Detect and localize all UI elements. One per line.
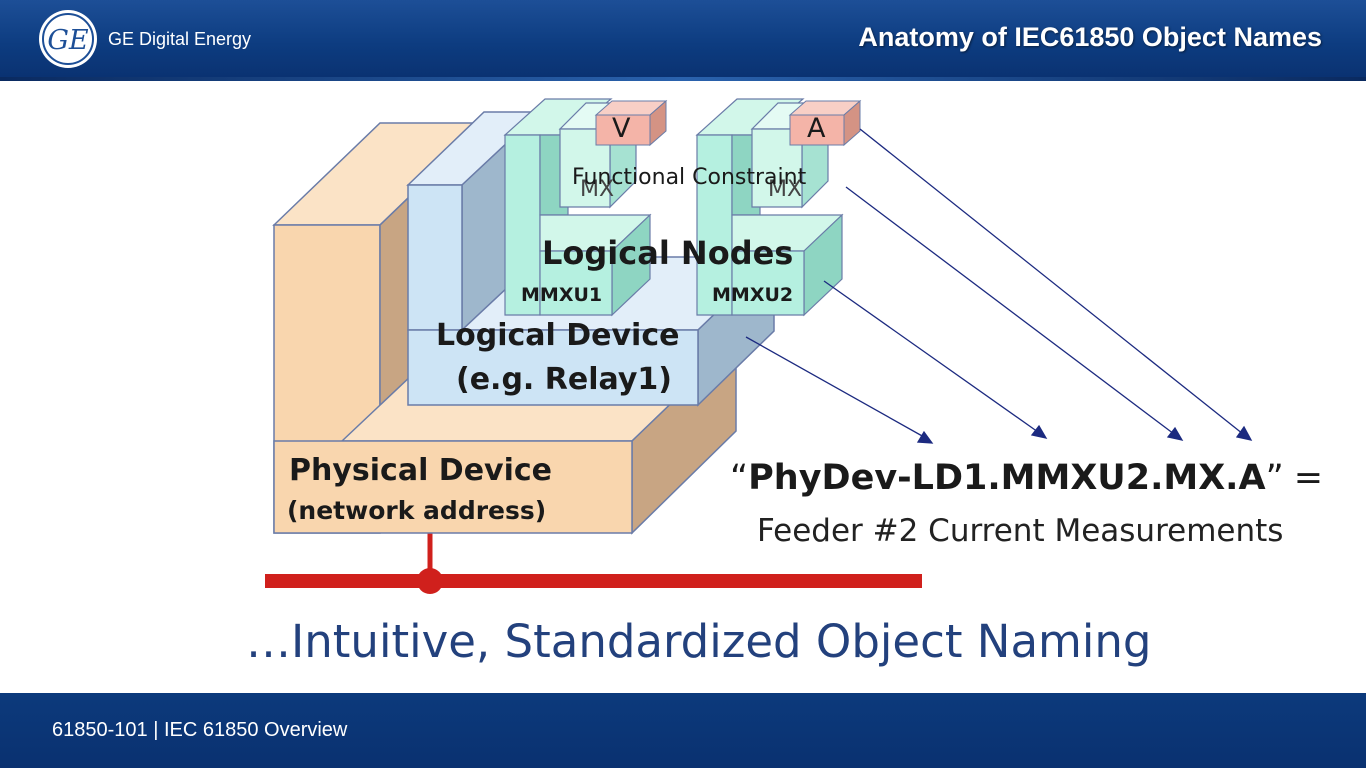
- name-mapping-arrows: [745, 128, 1253, 444]
- object-name-meaning: Feeder #2 Current Measurements: [757, 513, 1284, 549]
- arrow-head: [1235, 425, 1253, 441]
- arrow-head: [1030, 424, 1048, 439]
- ge-logo-icon: GE: [39, 10, 97, 68]
- object-name: PhyDev-LD1.MMXU2.MX.A: [748, 458, 1266, 498]
- footer-bar: 61850-101 | IEC 61850 Overview: [0, 693, 1366, 768]
- footer-text: 61850-101 | IEC 61850 Overview: [52, 719, 348, 741]
- arrow-data-object: [859, 128, 1244, 435]
- data-object-v-name: V: [612, 113, 631, 144]
- functional-constraint-label: Functional Constraint: [572, 165, 807, 190]
- logical-nodes-label: Logical Nodes: [542, 234, 793, 272]
- header-bar: GE GE Digital Energy Anatomy of IEC61850…: [0, 0, 1366, 81]
- physical-device-sublabel: (network address): [287, 496, 546, 525]
- equals-sign: =: [1293, 458, 1324, 498]
- diagram-labels: Physical Device (network address) Logica…: [287, 113, 826, 525]
- logical-device-sublabel: (e.g. Relay1): [456, 362, 672, 397]
- fc-1-name: MX: [580, 177, 614, 202]
- data-object-a-name: A: [807, 113, 826, 144]
- arrow-head: [1166, 426, 1184, 441]
- tagline: …Intuitive, Standardized Object Naming: [246, 615, 1152, 668]
- arrow-physical-device: [745, 336, 925, 438]
- object-name-diagram: Physical Device (network address) Logica…: [265, 98, 1253, 594]
- ge-logo-text: GE: [47, 25, 89, 56]
- logical-node-1: [503, 98, 652, 317]
- close-quote: ”: [1265, 458, 1284, 498]
- logical-node-2: [695, 98, 844, 317]
- page-title: Anatomy of IEC61850 Object Names: [858, 22, 1322, 52]
- open-quote: “: [730, 458, 749, 498]
- bus-node: [417, 568, 443, 594]
- arrow-logical-node: [845, 186, 1175, 435]
- network-bus: [265, 533, 922, 594]
- object-name-example: “PhyDev-LD1.MMXU2.MX.A”=: [730, 458, 1330, 498]
- physical-device-label: Physical Device: [289, 453, 552, 488]
- logical-device-label: Logical Device: [436, 318, 679, 353]
- arrow-logical-device: [823, 280, 1039, 433]
- brand-name: GE Digital Energy: [108, 29, 252, 49]
- arrow-head: [916, 430, 934, 444]
- data-object-v: [594, 99, 668, 147]
- logical-node-1-name: MMXU1: [521, 284, 602, 306]
- data-object-a: [788, 99, 862, 147]
- logical-node-2-name: MMXU2: [712, 284, 793, 306]
- fc-2-name: MX: [768, 177, 802, 202]
